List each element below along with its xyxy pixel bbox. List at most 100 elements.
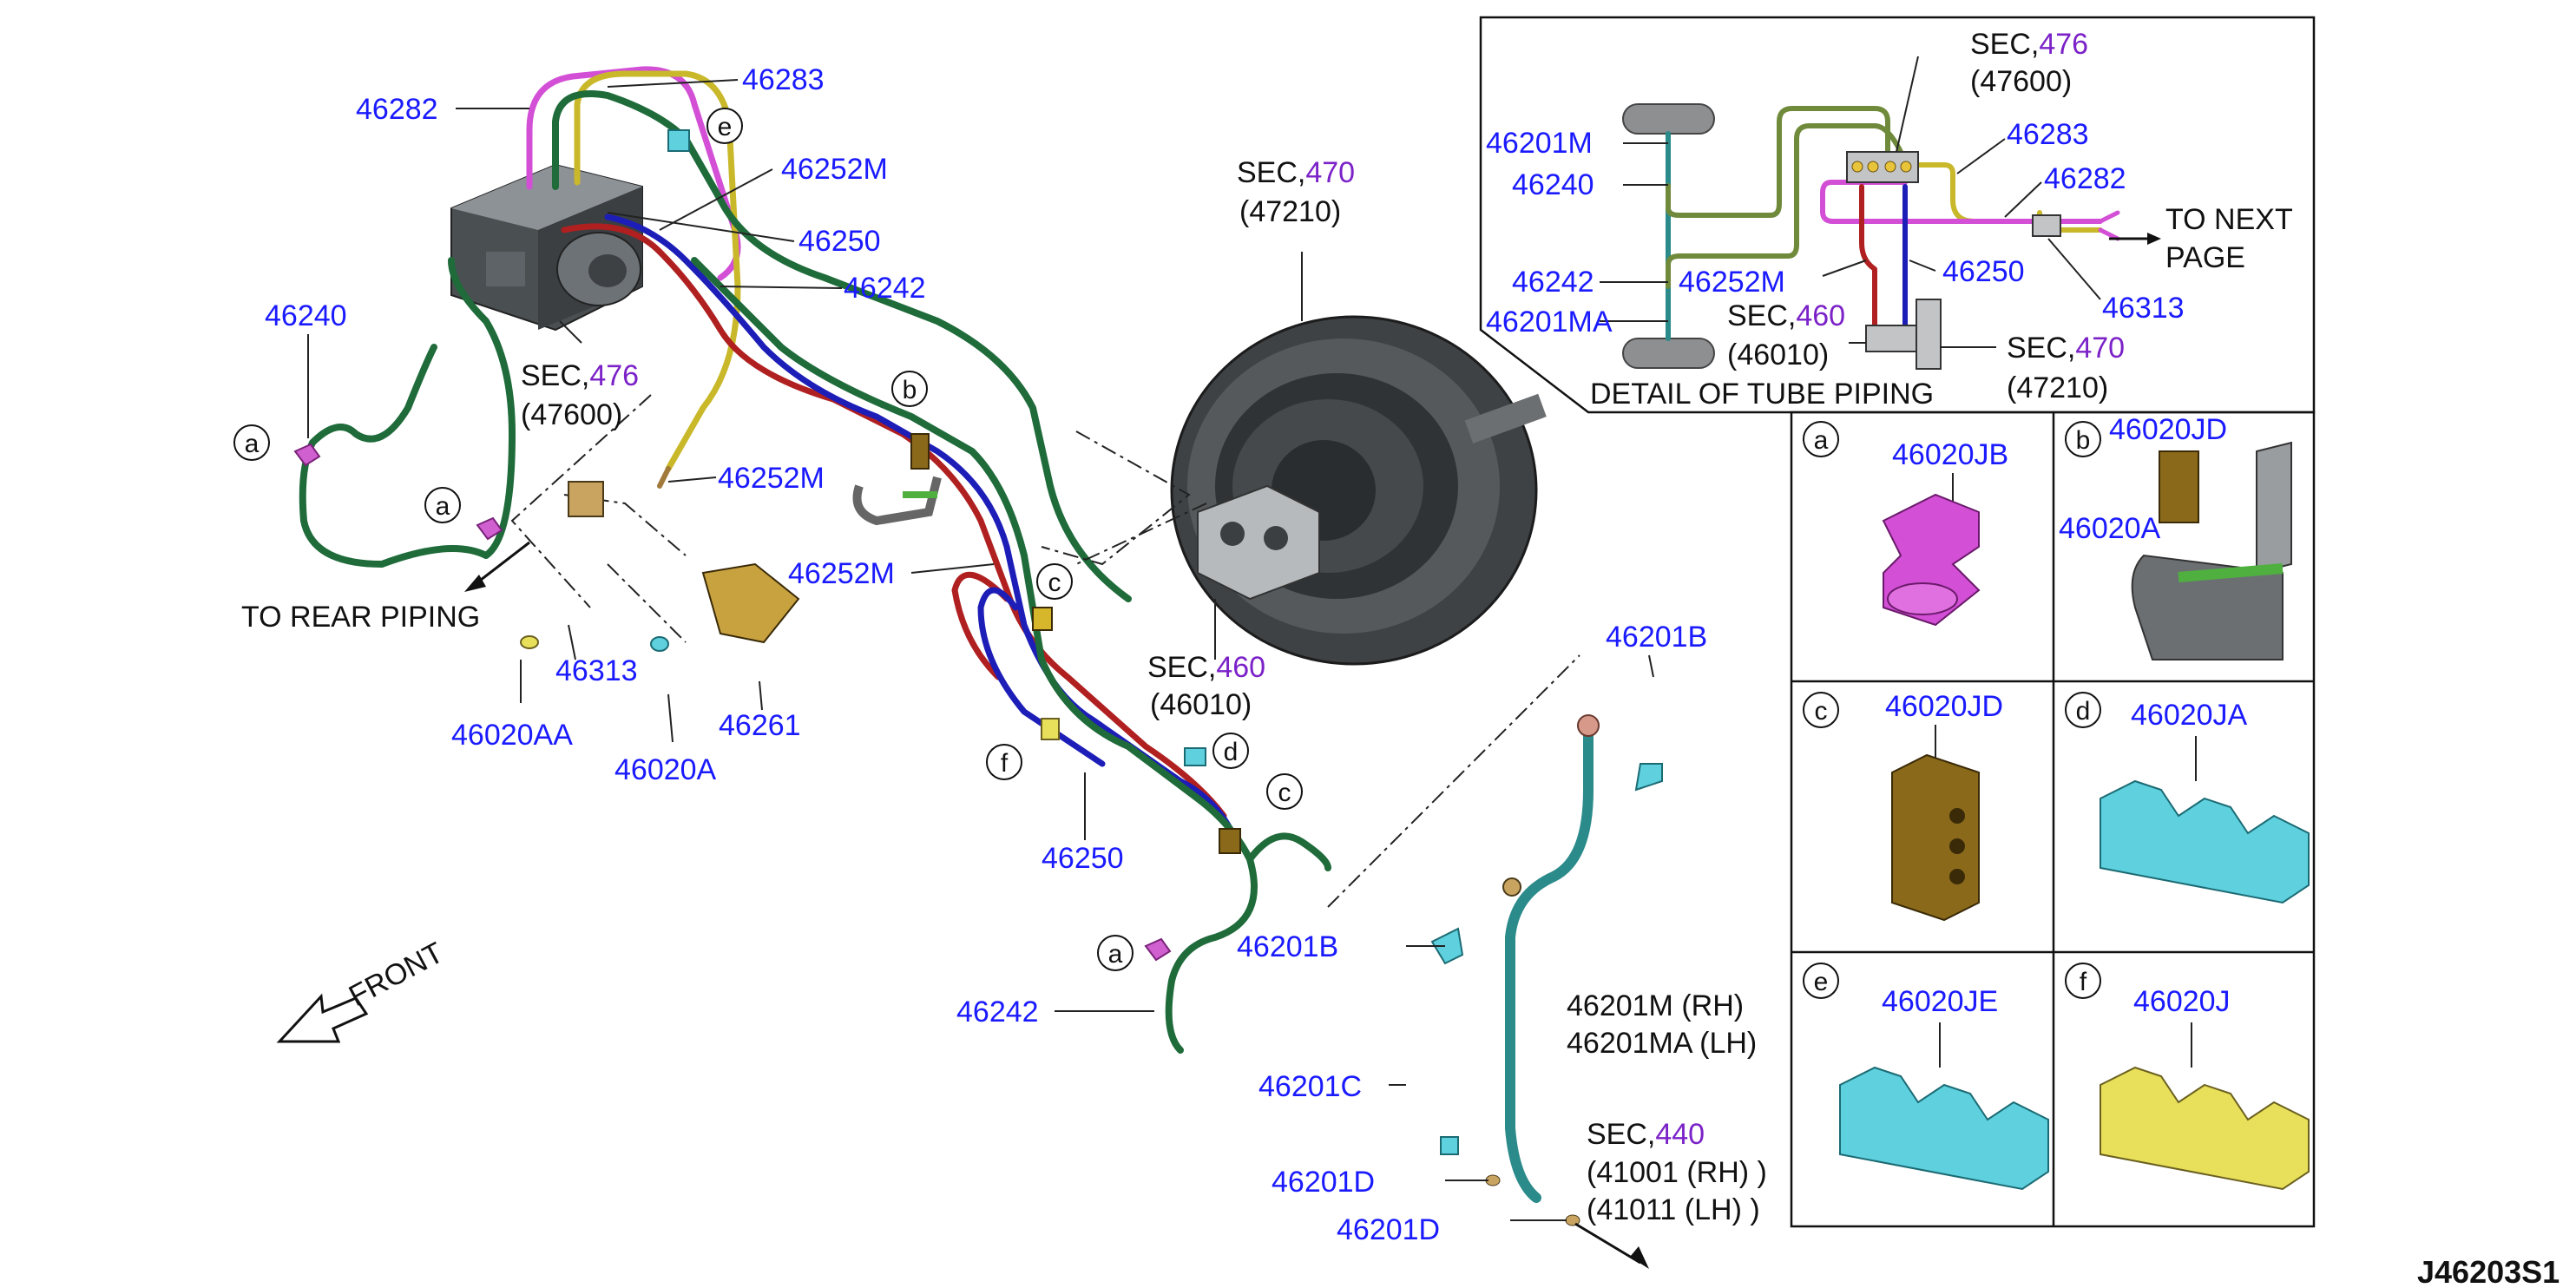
label-sec460: SEC,460 bbox=[1147, 651, 1265, 684]
clip-a-upper[interactable] bbox=[293, 443, 321, 467]
label-46201d-a: 46201D bbox=[1272, 1166, 1375, 1199]
detail-label-sec470-sub: (47210) bbox=[2007, 371, 2108, 404]
label-46282: 46282 bbox=[356, 93, 438, 126]
label-46252m-low: 46252M bbox=[788, 557, 895, 590]
label-sec476-sub: (47600) bbox=[521, 398, 622, 431]
label-46250-top: 46250 bbox=[798, 225, 881, 258]
detail-label-46283: 46283 bbox=[2007, 118, 2089, 151]
detail-leader-lines bbox=[1600, 56, 2101, 348]
svg-text:b: b bbox=[903, 376, 917, 404]
clip-a-mid[interactable] bbox=[476, 516, 503, 541]
label-to-rear-piping: TO REAR PIPING bbox=[241, 601, 480, 634]
svg-text:e: e bbox=[718, 113, 733, 141]
label-46201b-top: 46201B bbox=[1606, 621, 1707, 654]
brake-booster[interactable] bbox=[1170, 315, 1547, 666]
clip-46020a[interactable] bbox=[650, 636, 669, 652]
arrow-to-rear-piping bbox=[464, 541, 530, 592]
detail-label-next-page-2: PAGE bbox=[2165, 241, 2245, 274]
detail-tube-piping-panel: SEC,476 (47600) 46283 46282 TO NEXT PAGE… bbox=[1479, 16, 2316, 414]
callout-circles bbox=[233, 108, 1303, 971]
svg-text:e: e bbox=[1814, 968, 1829, 996]
label-sec460-sub: (46010) bbox=[1150, 688, 1252, 721]
clip-c-lower[interactable] bbox=[1219, 828, 1241, 854]
detail-label-46252m: 46252M bbox=[1679, 266, 1785, 299]
clip-cell-e[interactable]: e 46020JE bbox=[1803, 963, 2049, 1191]
svg-text:c: c bbox=[1278, 779, 1291, 807]
label-46313: 46313 bbox=[555, 654, 638, 687]
clip-cell-b[interactable]: b 46020JD 46020A bbox=[2059, 413, 2292, 660]
label-hose-lh: 46201MA (LH) bbox=[1567, 1027, 1757, 1060]
clip-e-part-number: 46020JE bbox=[1882, 985, 1998, 1018]
label-sec470: SEC,470 bbox=[1237, 156, 1355, 189]
clip-f[interactable] bbox=[1041, 718, 1060, 740]
clip-e-top[interactable] bbox=[667, 129, 690, 152]
main-drawing: FRONT a a a b c c d e f 46282 bbox=[233, 63, 1767, 1269]
leader-lines bbox=[307, 79, 1654, 1221]
label-sec440-sub2: (41011 (LH) ) bbox=[1587, 1193, 1760, 1226]
tube-46240[interactable] bbox=[552, 90, 1132, 602]
svg-text:a: a bbox=[436, 492, 450, 521]
label-sec440: SEC,440 bbox=[1587, 1118, 1705, 1151]
detail-label-sec460-sub: (46010) bbox=[1727, 338, 1829, 371]
leader-dashed-lines bbox=[510, 394, 1580, 908]
detail-label-sec476: SEC,476 bbox=[1970, 28, 2088, 61]
detail-label-46313: 46313 bbox=[2102, 292, 2185, 325]
bolt-46201c[interactable] bbox=[1440, 1136, 1459, 1155]
clip-a-lower[interactable] bbox=[1144, 937, 1172, 962]
detail-label-46250: 46250 bbox=[1942, 255, 2025, 288]
label-hose-rh: 46201M (RH) bbox=[1567, 989, 1744, 1022]
clip-cell-f[interactable]: f 46020J bbox=[2065, 963, 2310, 1191]
tube-46283[interactable] bbox=[574, 70, 741, 472]
label-46020a: 46020A bbox=[614, 753, 717, 786]
label-46252m-mid: 46252M bbox=[718, 462, 825, 495]
clip-b-bracket[interactable] bbox=[852, 433, 942, 526]
detail-labels: SEC,476 (47600) 46283 46282 TO NEXT PAGE… bbox=[1486, 28, 2293, 411]
abs-actuator-unit[interactable] bbox=[450, 163, 643, 332]
label-46201b-low: 46201B bbox=[1237, 930, 1338, 963]
diagram-code: J46203S1 bbox=[2417, 1254, 2560, 1288]
brake-hose-46201m[interactable] bbox=[1502, 714, 1600, 1203]
label-46261: 46261 bbox=[719, 709, 801, 742]
wheel-front-left-icon bbox=[1622, 338, 1715, 369]
detail-label-46242: 46242 bbox=[1512, 266, 1594, 299]
clip-parts-grid: a 46020JB b 46020JD 46020A c 46020JD bbox=[1790, 411, 2316, 1228]
svg-text:a: a bbox=[1108, 940, 1123, 969]
detail-title: DETAIL OF TUBE PIPING bbox=[1590, 378, 1934, 411]
label-sec470-sub: (47210) bbox=[1239, 195, 1341, 228]
detail-union-46313[interactable] bbox=[2032, 214, 2061, 237]
clip-c-upper[interactable] bbox=[1032, 607, 1053, 631]
svg-text:c: c bbox=[1815, 697, 1828, 726]
detail-label-next-page-1: TO NEXT bbox=[2165, 203, 2293, 236]
svg-text:f: f bbox=[2080, 968, 2087, 996]
clip-cell-d[interactable]: d 46020JA bbox=[2065, 692, 2310, 904]
clip-f-part-number: 46020J bbox=[2133, 985, 2231, 1018]
clip-46201b-lower[interactable] bbox=[1430, 927, 1464, 965]
clip-d[interactable] bbox=[1184, 747, 1206, 766]
label-46201d-b: 46201D bbox=[1337, 1213, 1440, 1246]
union-46313[interactable] bbox=[568, 481, 604, 517]
callout-letters: a a a b c c d e f bbox=[245, 113, 1291, 969]
clip-b-part2-number: 46020A bbox=[2059, 512, 2161, 545]
main-labels: 46282 46283 46252M 46250 46242 46240 SEC… bbox=[241, 63, 1767, 1246]
bracket-46261[interactable] bbox=[701, 562, 800, 644]
detail-label-46201ma: 46201MA bbox=[1486, 306, 1613, 338]
detail-label-sec476-sub: (47600) bbox=[1970, 65, 2072, 98]
wheel-front-right-icon bbox=[1622, 103, 1715, 135]
detail-master-cylinder[interactable] bbox=[1865, 299, 1942, 370]
clip-46201b-upper[interactable] bbox=[1634, 763, 1663, 792]
clip-cell-a[interactable]: a 46020JB bbox=[1803, 421, 2008, 627]
label-46020aa: 46020AA bbox=[451, 719, 573, 752]
master-cylinder[interactable] bbox=[1197, 484, 1320, 601]
arrow-to-caliper bbox=[1574, 1222, 1649, 1269]
label-46242-top: 46242 bbox=[844, 272, 926, 305]
clip-c-part-number: 46020JD bbox=[1885, 690, 2003, 723]
tube-46250[interactable] bbox=[604, 214, 1236, 837]
detail-abs-actuator[interactable] bbox=[1846, 151, 1919, 183]
svg-text:a: a bbox=[1814, 426, 1829, 455]
label-sec476: SEC,476 bbox=[521, 359, 639, 392]
front-arrow-icon: FRONT bbox=[276, 936, 449, 1043]
clip-46020aa[interactable] bbox=[520, 635, 539, 649]
clip-cell-c[interactable]: c 46020JD bbox=[1803, 690, 2003, 922]
svg-text:b: b bbox=[2076, 426, 2091, 455]
